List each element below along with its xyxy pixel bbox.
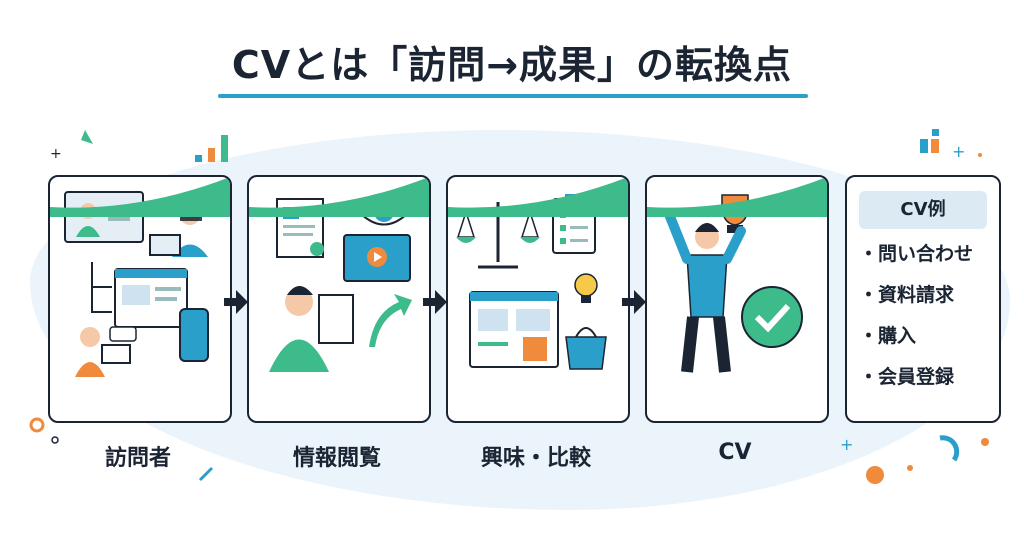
- compare-icon: [456, 194, 607, 370]
- step-panel-reading: [247, 175, 431, 423]
- arrow-right-icon: [224, 290, 248, 314]
- step-label-reading: 情報閲覧: [292, 446, 381, 471]
- orange-circles-decoration-icon: +: [840, 435, 989, 484]
- cv-examples-box: CV例 問い合わせ 資料請求 購入 会員登録: [845, 175, 1001, 423]
- step-panel-compare: [446, 175, 630, 423]
- cv-example-item: 会員登録: [859, 362, 999, 389]
- bar-chart-decoration-icon: +: [50, 130, 228, 162]
- cv-example-item: 購入: [859, 321, 999, 348]
- green-wave: [249, 177, 429, 217]
- svg-text:+: +: [50, 146, 62, 162]
- green-wave: [448, 177, 628, 217]
- step-label-visitors: 訪問者: [104, 446, 171, 471]
- page-title: CVとは「訪問→成果」の転換点: [231, 43, 793, 87]
- green-wave: [647, 177, 827, 217]
- green-wave: [50, 177, 230, 217]
- title-underline: [218, 94, 808, 98]
- cv-example-item: 問い合わせ: [859, 239, 999, 266]
- svg-text:+: +: [952, 142, 965, 161]
- dots-decoration-icon: [29, 417, 214, 482]
- sparkle-decoration-icon: +: [920, 129, 982, 161]
- step-panel-cv: [645, 175, 829, 423]
- arrow-right-icon: [622, 290, 646, 314]
- cv-examples-heading: CV例: [859, 191, 987, 229]
- step-label-compare: 興味・比較: [480, 446, 591, 471]
- cv-example-item: 資料請求: [859, 280, 999, 307]
- step-panel-visitors: [48, 175, 232, 423]
- svg-text:+: +: [840, 435, 853, 454]
- arrow-right-icon: [423, 290, 447, 314]
- step-label-cv: CV: [718, 440, 752, 465]
